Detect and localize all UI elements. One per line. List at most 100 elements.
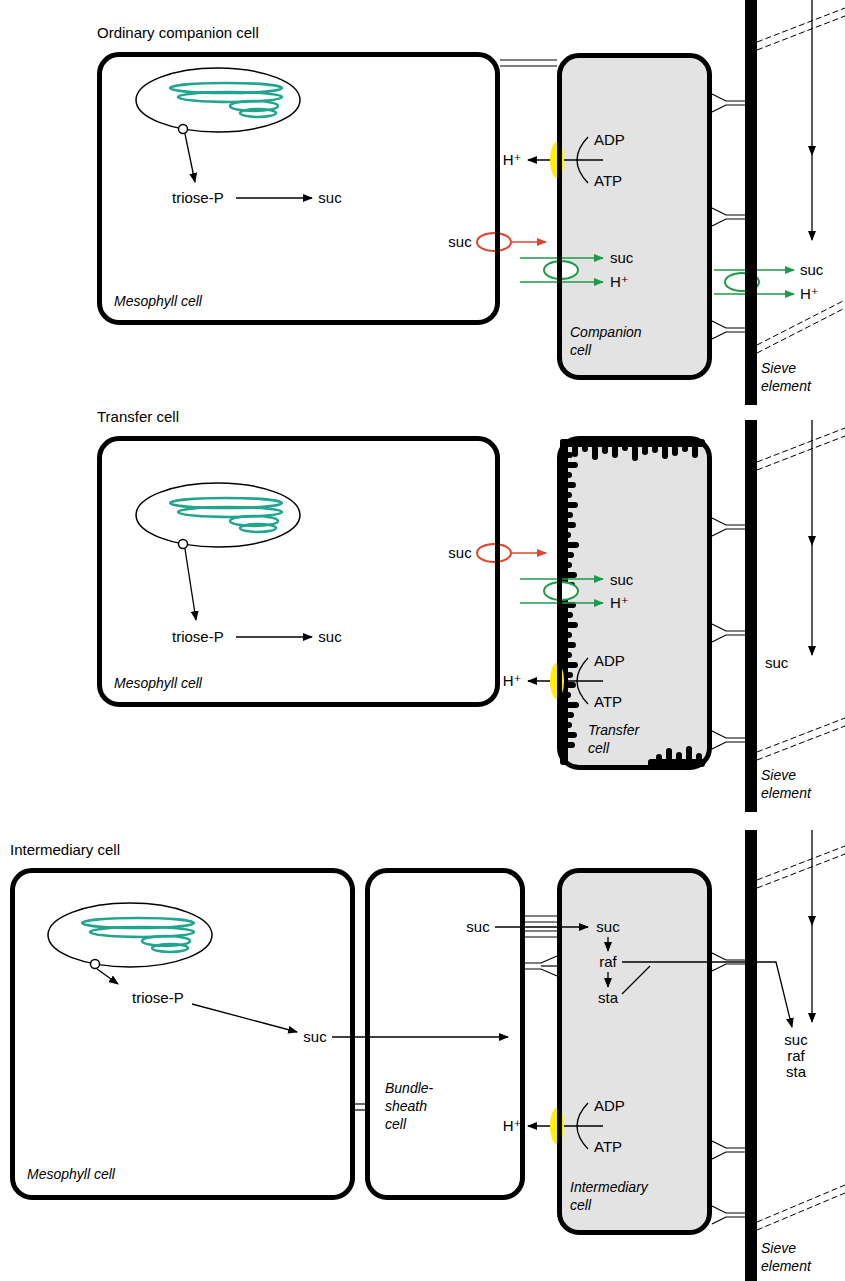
plasmodesma xyxy=(712,1152,745,1159)
cell-name: Mesophyll cell xyxy=(114,674,314,692)
export-arrow xyxy=(97,969,118,984)
plasmodesma xyxy=(355,1109,365,1110)
wall-ingrowth xyxy=(566,462,578,468)
wall-ingrowth xyxy=(566,702,579,708)
molecule-label: ADP xyxy=(594,132,625,148)
wall-ingrowth xyxy=(592,445,598,460)
cell-box: Transfer cell xyxy=(557,436,712,770)
plasmodesma xyxy=(712,219,745,226)
transport-arrow xyxy=(622,962,792,1027)
molecule-label: suc xyxy=(596,919,619,935)
plasmodesma xyxy=(712,208,745,215)
sieve-plate xyxy=(757,726,845,760)
sieve-plate xyxy=(757,846,845,880)
sieve-plate xyxy=(757,854,845,888)
molecule-label: triose-P xyxy=(132,990,184,1006)
plasmodesma xyxy=(712,953,745,960)
plasmodesma xyxy=(712,1206,745,1213)
flow-arrow xyxy=(811,155,812,240)
wall-ingrowth xyxy=(656,754,662,761)
molecule-label: suc xyxy=(448,234,471,250)
plasmodesma xyxy=(712,518,745,525)
cell-box: Mesophyll cell xyxy=(10,868,355,1200)
plasmodesma xyxy=(712,731,745,738)
transport-arrow xyxy=(495,926,588,927)
cell-name: Intermediary cell xyxy=(570,1178,665,1214)
molecule-label: suc xyxy=(610,250,633,266)
wall-ingrowth xyxy=(582,445,588,452)
sieve-plate xyxy=(757,300,845,345)
molecule-label: raf xyxy=(599,954,617,970)
wall-ingrowth xyxy=(566,532,571,538)
plasmodesma xyxy=(712,624,745,631)
conversion-arrow xyxy=(607,937,608,951)
molecule-label: suc xyxy=(318,629,341,645)
plasmodesma xyxy=(712,332,745,339)
wall-ingrowth xyxy=(566,482,576,488)
wall-ingrowth xyxy=(602,445,608,454)
reaction-arrow xyxy=(236,636,312,637)
cell-box: Companion cell xyxy=(557,53,712,380)
molecule-label: suc xyxy=(800,262,823,278)
wall-ingrowth xyxy=(566,552,574,558)
wall-ingrowth xyxy=(566,492,572,498)
sieve-plate xyxy=(757,718,845,752)
molecule-label: sta xyxy=(598,990,618,1006)
export-arrow xyxy=(185,549,196,620)
wall-ingrowth xyxy=(692,445,698,458)
molecule-label: ATP xyxy=(594,694,622,710)
sieve-plate xyxy=(757,1193,845,1230)
thylakoid xyxy=(152,944,188,952)
wall-ingrowth xyxy=(566,502,578,508)
transport-arrow xyxy=(332,1036,508,1037)
flow-arrow xyxy=(811,420,812,545)
plasmodesma xyxy=(525,956,557,963)
thylakoid xyxy=(240,524,276,532)
plasmodesma xyxy=(712,1141,745,1148)
plasmodesma xyxy=(712,529,745,536)
export-arrow xyxy=(185,134,195,182)
cell-name: Mesophyll cell xyxy=(27,1165,227,1183)
sieve-plate xyxy=(757,428,845,462)
molecule-label: suc xyxy=(765,655,788,671)
wall-ingrowth xyxy=(566,722,572,728)
wall-ingrowth xyxy=(566,652,572,658)
molecule-label: ATP xyxy=(594,173,622,189)
molecule-label: ADP xyxy=(594,1098,625,1114)
flow-arrow xyxy=(811,830,812,925)
molecule-label: suc xyxy=(784,1032,807,1048)
molecule-label: sta xyxy=(786,1064,806,1080)
thylakoid xyxy=(240,109,276,117)
plasmodesma xyxy=(712,964,745,971)
wall-ingrowth xyxy=(696,753,702,761)
molecule-label: ATP xyxy=(594,1139,622,1155)
wall-ingrowth xyxy=(566,562,572,568)
transport-line xyxy=(622,966,650,994)
plasmodesma xyxy=(355,1103,365,1104)
cell-fill xyxy=(560,56,709,377)
molecule-label: suc xyxy=(303,1029,326,1045)
cell-box: Mesophyll cell xyxy=(97,436,500,707)
panel-title: Intermediary cell xyxy=(10,842,120,858)
cell-box: Mesophyll cell xyxy=(97,52,500,325)
molecule-label: suc xyxy=(318,190,341,206)
wall-ingrowth xyxy=(612,445,618,458)
plasmodesma xyxy=(712,635,745,642)
chloroplast xyxy=(48,903,212,967)
wall-ingrowth xyxy=(632,445,638,461)
wall-ingrowth xyxy=(566,742,575,748)
sieve-plate xyxy=(757,436,845,470)
cell-name: Sieve element xyxy=(761,359,821,395)
reaction-arrow xyxy=(192,1004,297,1032)
sieve-plate xyxy=(757,308,845,353)
wall-ingrowth xyxy=(566,712,574,718)
chloroplast xyxy=(136,483,300,547)
proton-arrow xyxy=(528,680,603,681)
translocator xyxy=(91,960,100,969)
wall-ingrowth xyxy=(566,692,571,698)
wall-ingrowth xyxy=(566,642,576,648)
plasmodesma xyxy=(712,742,745,749)
cell-box: Bundle-sheath cell xyxy=(365,868,525,1200)
wall-ingrowth xyxy=(566,512,573,518)
